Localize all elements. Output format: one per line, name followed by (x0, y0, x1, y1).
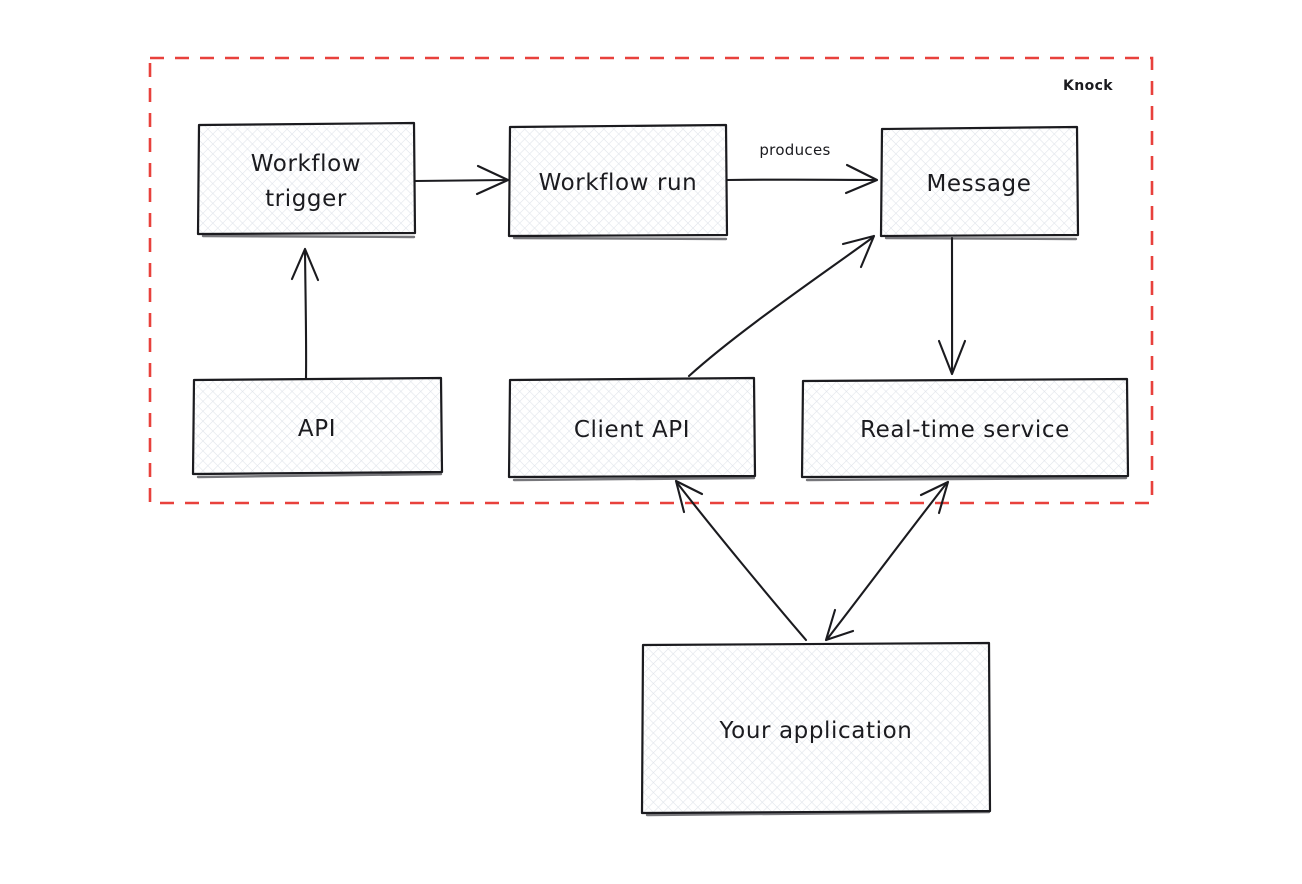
edge-your-application-to-client-api (674, 479, 808, 642)
edge-workflow-trigger-to-workflow-run (413, 164, 510, 196)
node-api[interactable]: API (191, 376, 444, 479)
edge-label-produces: produces (759, 141, 830, 159)
workflow-run-label: Workflow run (539, 170, 698, 196)
node-workflow-trigger[interactable]: Workflow trigger (196, 121, 417, 239)
node-workflow-run[interactable]: Workflow run (507, 123, 729, 241)
workflow-run-box[interactable] (507, 123, 729, 238)
api-label: API (298, 416, 336, 442)
realtime-service-label: Real-time service (860, 417, 1070, 443)
knock-boundary: Knock (148, 56, 1154, 505)
edge-realtime-service-to-your-application (824, 480, 950, 642)
your-application-box[interactable] (640, 641, 992, 815)
node-client-api[interactable]: Client API (507, 376, 757, 482)
workflow-trigger-label-line1: Workflow (251, 151, 361, 177)
client-api-box[interactable] (507, 376, 757, 479)
client-api-label: Client API (574, 417, 690, 443)
message-box[interactable] (879, 125, 1080, 238)
workflow-trigger-label-line2: trigger (265, 186, 347, 212)
edge-message-to-realtime-service (937, 236, 967, 376)
node-your-application[interactable]: Your application (640, 641, 992, 817)
edge-client-api-to-message (687, 234, 876, 378)
edge-api-to-workflow-trigger (290, 247, 320, 380)
node-message[interactable]: Message (879, 125, 1080, 241)
api-box[interactable] (191, 376, 444, 476)
knock-boundary-label: Knock (1063, 78, 1113, 94)
workflow-trigger-box[interactable] (196, 121, 417, 236)
realtime-service-box[interactable] (800, 377, 1130, 479)
your-application-label: Your application (719, 718, 913, 744)
message-label: Message (926, 171, 1031, 197)
edge-workflow-run-to-message: produces (725, 141, 879, 195)
node-realtime-service[interactable]: Real-time service (800, 377, 1130, 482)
knock-boundary-rect (148, 56, 1154, 505)
